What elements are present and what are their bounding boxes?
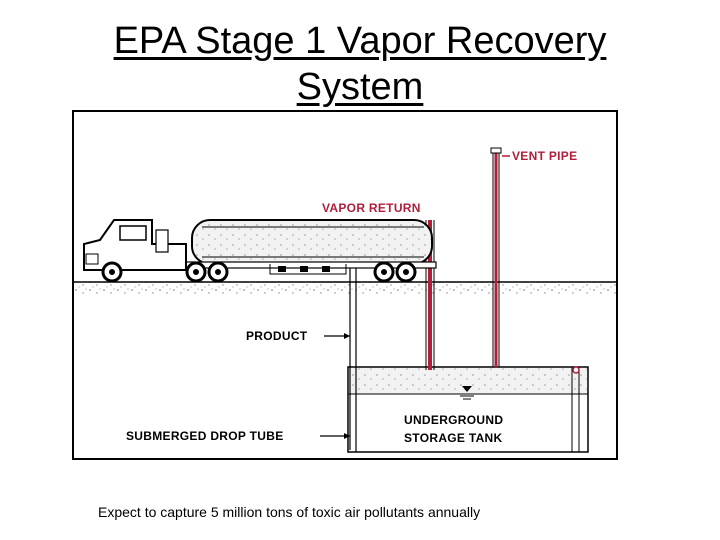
tank-label-line2: STORAGE TANK <box>404 431 503 445</box>
product-label: PRODUCT <box>246 329 308 343</box>
vapor-recovery-diagram: VENT PIPE VAPOR RETURN PRODUCT SUBMERGED… <box>72 110 618 460</box>
vent-pipe-label: VENT PIPE <box>512 149 577 163</box>
tank-label-line1: UNDERGROUND <box>404 413 503 427</box>
truck-wheels <box>101 261 417 283</box>
slide-title: EPA Stage 1 Vapor Recovery System <box>113 20 607 108</box>
vapor-return-label: VAPOR RETURN <box>322 201 421 215</box>
tanker-truck <box>83 219 437 283</box>
ground-surface <box>74 281 616 294</box>
submerged-drop-tube-label: SUBMERGED DROP TUBE <box>126 429 284 443</box>
tank-riser <box>571 366 580 452</box>
underground-storage-tank <box>347 366 589 453</box>
slide-caption: Expect to capture 5 million tons of toxi… <box>98 504 481 520</box>
vent-pipe <box>490 147 502 367</box>
